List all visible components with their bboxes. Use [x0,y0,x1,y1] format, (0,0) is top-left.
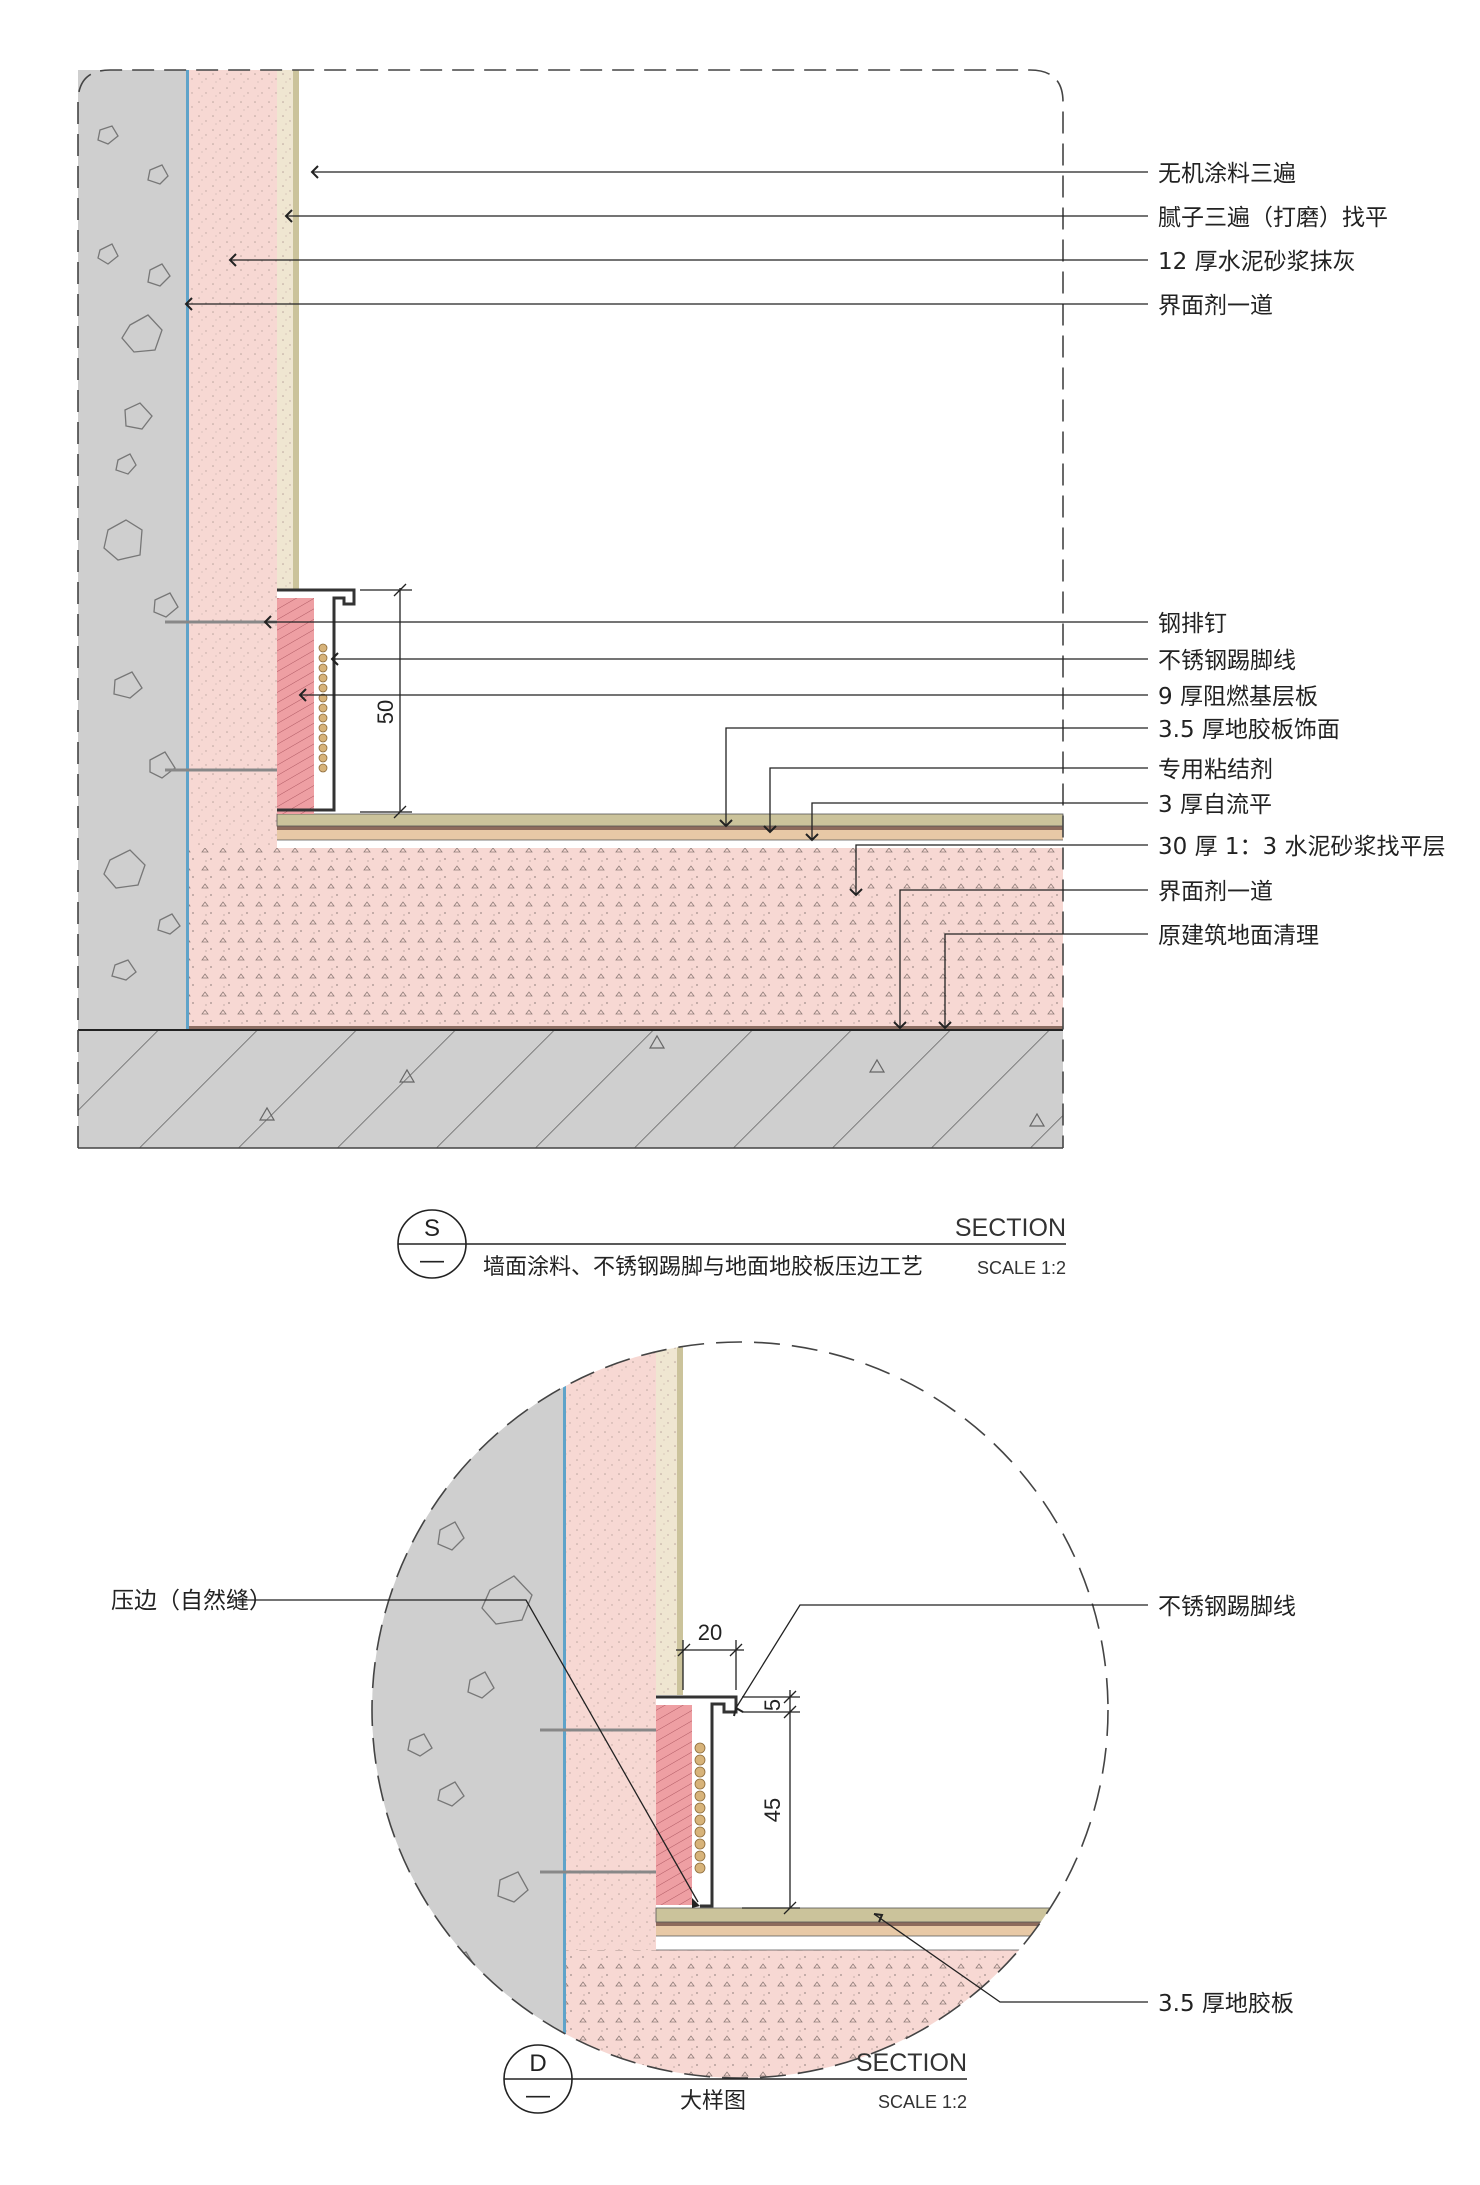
callout-putty: 腻子三遍（打磨）找平 [1158,205,1388,231]
d-boundary-dashed-circle [371,1341,1109,2079]
title-block-s: S — SECTION 墙面涂料、不锈钢踢脚与地面地胶板压边工艺 SCALE 1… [397,1209,1066,1280]
title-d-letter: D [529,2050,546,2077]
section-d-leader-arrows [733,1706,884,1923]
title-s-dash: — [420,1247,444,1274]
dimension-50: 50 [360,583,412,819]
interface-line-wall [186,70,189,1030]
title-d-dash: — [526,2082,550,2109]
d-dimension-top: 5 [760,1699,785,1711]
callout-stainless-skirting: 不锈钢踢脚线 [1158,648,1296,674]
title-s-scale: SCALE 1:2 [977,1258,1066,1278]
title-d-section: SECTION [856,2049,967,2077]
d-concrete-wall [372,1342,563,2078]
concrete-wall [78,70,186,1030]
wall-paint [293,70,299,590]
detail-boundary-dashed [77,69,1064,1148]
adhesive-layer [277,826,1063,830]
title-s-letter: S [424,1215,440,1242]
section-d-leaders [232,1599,1148,2003]
concrete-aggregate [97,125,181,981]
vinyl-floor-finish [276,813,1064,827]
adhesive-dots [318,643,328,773]
callout-adhesive: 专用粘结剂 [1158,757,1273,783]
callout-d-skirting: 不锈钢踢脚线 [1158,1594,1296,1620]
d-dimension-width: 20 [698,1620,722,1645]
callout-vinyl-finish: 3.5 厚地胶板饰面 [1158,717,1340,743]
callout-original-floor: 原建筑地面清理 [1158,923,1319,949]
callout-inorganic-paint: 无机涂料三遍 [1158,161,1296,187]
title-d-name: 大样图 [680,2089,746,2114]
callout-d-vinyl: 3.5 厚地胶板 [1158,1991,1294,2017]
title-s-section: SECTION [955,1214,1066,1242]
self-leveling-layer [277,830,1063,840]
callout-cement-plaster: 12 厚水泥砂浆抹灰 [1158,249,1356,275]
d-vinyl-floor [655,1907,1108,1923]
section-s-callouts: 无机涂料三遍 腻子三遍（打磨）找平 12 厚水泥砂浆抹灰 界面剂一道 钢排钉 不… [1158,161,1445,949]
callout-self-leveling: 3 厚自流平 [1158,792,1272,818]
dimension-50-label: 50 [373,700,398,724]
d-dimensions [676,1640,800,1915]
title-s-name: 墙面涂料、不锈钢踢脚与地面地胶板压边工艺 [483,1255,923,1280]
stainless-skirting-profile [277,588,356,812]
section-s-leaders [186,171,1148,1028]
section-d-callouts: 压边（自然缝） 不锈钢踢脚线 3.5 厚地胶板 [111,1588,1296,2017]
callout-base-board: 9 厚阻燃基层板 [1158,684,1318,710]
callout-interface-agent-floor: 界面剂一道 [1158,879,1273,905]
interface-line-floor [189,1026,1063,1030]
d-stainless-skirting-profile [656,1695,738,1908]
section-s-leader-arrows [184,165,952,1030]
section-s-drawing: 50 [77,69,1064,1149]
title-d-scale: SCALE 1:2 [878,2092,967,2112]
d-dimension-height: 45 [760,1798,785,1822]
callout-interface-agent-wall: 界面剂一道 [1158,293,1273,319]
callout-steel-nail: 钢排钉 [1158,611,1227,637]
callout-d-edge-joint: 压边（自然缝） [111,1588,272,1614]
title-block-d: D — SECTION 大样图 SCALE 1:2 [503,2044,967,2114]
callout-screed: 30 厚 1：3 水泥砂浆找平层 [1158,834,1445,860]
